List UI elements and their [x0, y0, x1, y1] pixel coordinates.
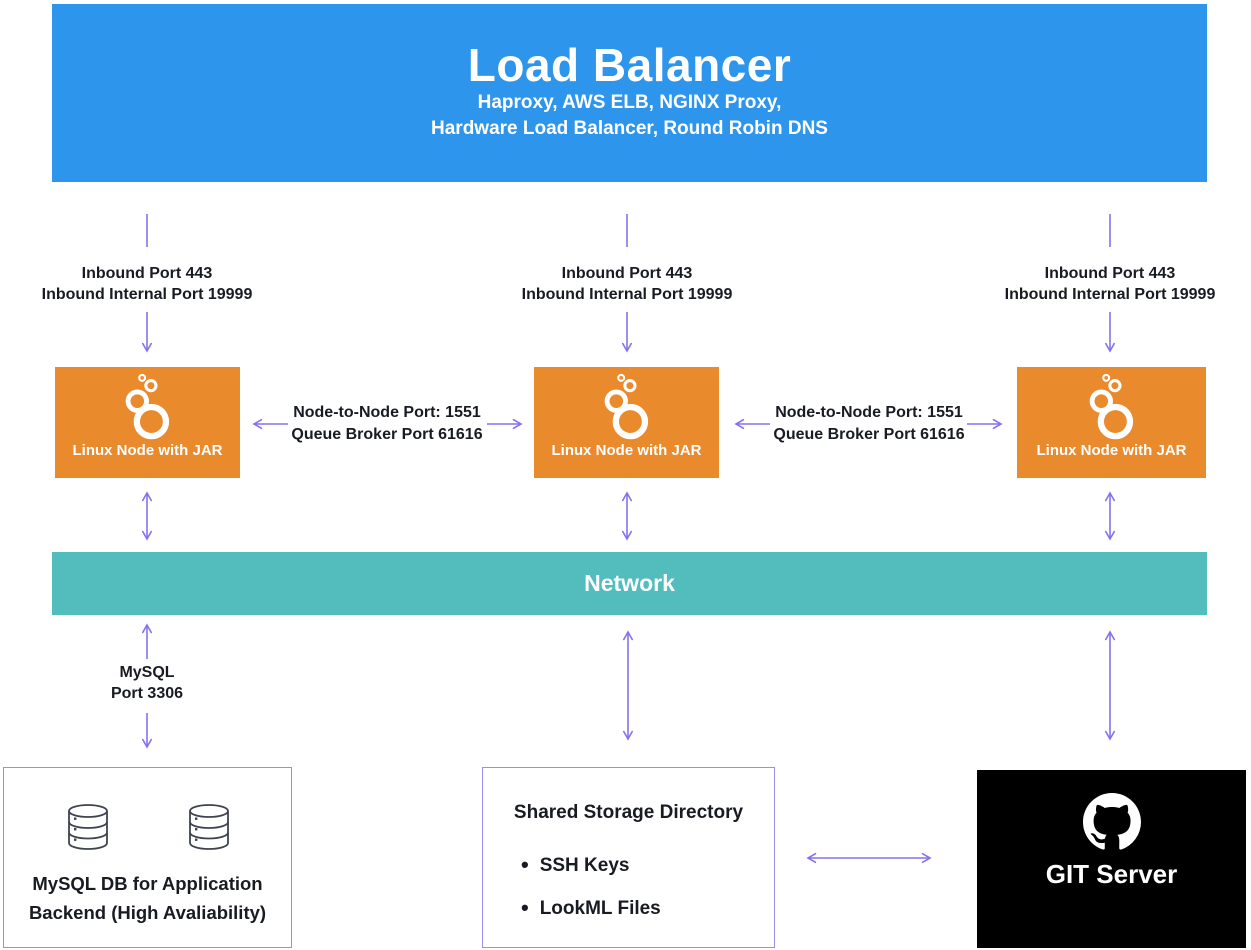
node-link-label-right: Node-to-Node Port: 1551 Queue Broker Por…: [749, 402, 989, 446]
mysql-db-title: MySQL DB for Application Backend (High A…: [4, 869, 291, 927]
shared-storage-title: Shared Storage Directory: [513, 802, 744, 823]
looker-bubbles-icon: [1089, 373, 1133, 440]
mysql-link-label-line1: MySQL: [119, 664, 175, 681]
inbound-label-left-line1: Inbound Port 443: [81, 265, 213, 282]
mysql-link-label: MySQL Port 3306: [67, 662, 227, 704]
inbound-label-middle-line1: Inbound Port 443: [561, 265, 693, 282]
inbound-label-right-line1: Inbound Port 443: [1044, 265, 1176, 282]
shared-storage-box: Shared Storage Directory SSH Keys LookML…: [482, 767, 775, 948]
database-cylinder-icon: [189, 804, 229, 850]
load-balancer-box: Load Balancer Haproxy, AWS ELB, NGINX Pr…: [52, 4, 1207, 182]
storage-list-item: LookML Files: [521, 894, 661, 920]
inbound-label-middle-line2: Inbound Internal Port 19999: [521, 286, 733, 303]
inbound-label-right-line2: Inbound Internal Port 19999: [1004, 286, 1216, 303]
looker-bubbles-icon: [125, 373, 169, 440]
git-server-label: GIT Server: [1045, 859, 1178, 889]
network-box: Network: [52, 552, 1207, 615]
node-link-label-left-line1: Node-to-Node Port: 1551: [293, 404, 481, 421]
looker-bubbles-icon: [604, 373, 648, 440]
mysql-db-title-line1: MySQL DB for Application: [32, 873, 263, 894]
inbound-label-left-line2: Inbound Internal Port 19999: [41, 286, 253, 303]
node-link-label-right-line1: Node-to-Node Port: 1551: [775, 404, 963, 421]
inbound-label-middle: Inbound Port 443 Inbound Internal Port 1…: [487, 263, 767, 305]
inbound-label-left: Inbound Port 443 Inbound Internal Port 1…: [7, 263, 287, 305]
load-balancer-subtitle-line1: Haproxy, AWS ELB, NGINX Proxy,: [477, 92, 782, 113]
node-link-label-left-line2: Queue Broker Port 61616: [291, 426, 483, 443]
linux-node-label: Linux Node with JAR: [72, 442, 223, 459]
inbound-label-right: Inbound Port 443 Inbound Internal Port 1…: [970, 263, 1250, 305]
node-link-label-right-line2: Queue Broker Port 61616: [773, 426, 965, 443]
mysql-link-label-line2: Port 3306: [110, 685, 184, 702]
load-balancer-title: Load Balancer: [467, 39, 792, 91]
network-label: Network: [584, 570, 675, 596]
git-server-box: GIT Server: [977, 770, 1246, 948]
storage-list-item: SSH Keys: [521, 851, 630, 877]
linux-node-label: Linux Node with JAR: [1036, 442, 1187, 459]
node-link-label-left: Node-to-Node Port: 1551 Queue Broker Por…: [267, 402, 507, 446]
linux-node-label: Linux Node with JAR: [551, 442, 702, 459]
github-octocat-icon: [1082, 793, 1141, 850]
load-balancer-subtitle-line2: Hardware Load Balancer, Round Robin DNS: [431, 118, 828, 139]
database-cylinder-icon: [68, 804, 108, 850]
linux-node-box-middle: Linux Node with JAR: [534, 367, 719, 478]
linux-node-box-right: Linux Node with JAR: [1017, 367, 1206, 478]
mysql-db-title-line2: Backend (High Avaliability): [28, 902, 267, 923]
mysql-db-box: MySQL DB for Application Backend (High A…: [3, 767, 292, 948]
linux-node-box-left: Linux Node with JAR: [55, 367, 240, 478]
